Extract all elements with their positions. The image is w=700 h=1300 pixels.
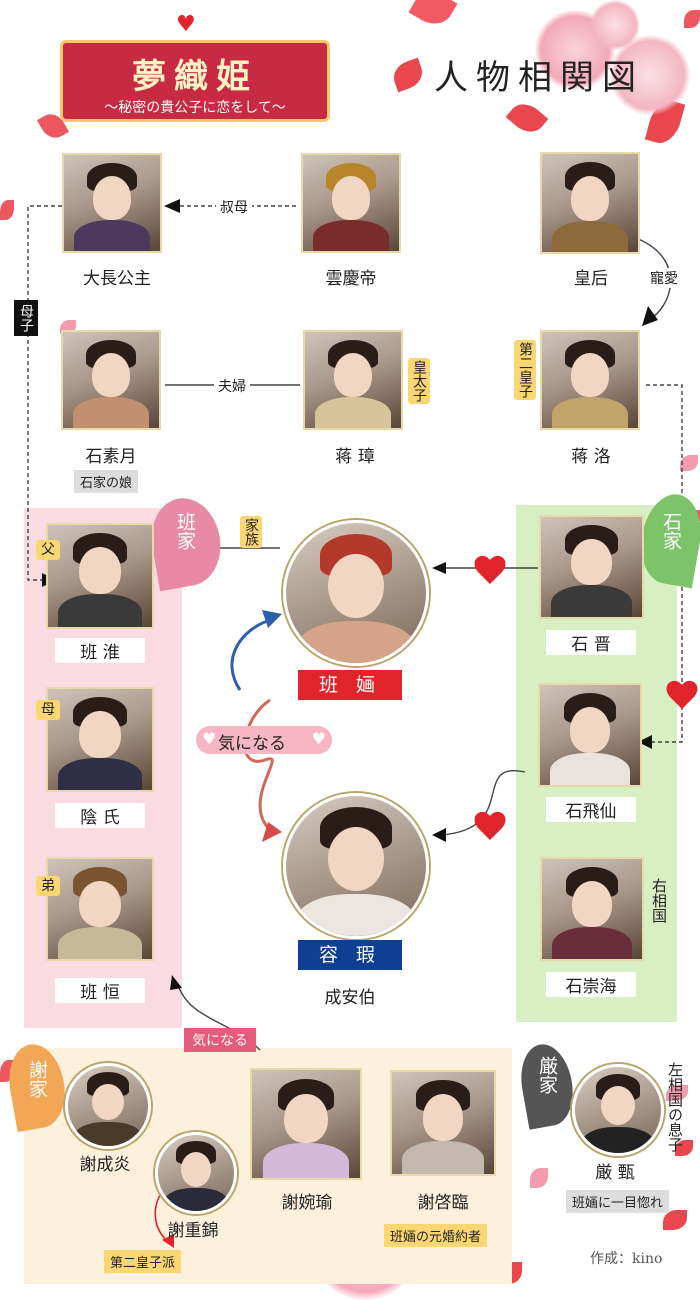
label-kininaru-center-text: 気になる	[218, 734, 286, 754]
name-bankou: 班 恒	[55, 978, 145, 1003]
name-sekisogetsu: 石素月	[66, 442, 156, 467]
family-label-seki: 石家	[660, 512, 682, 550]
portrait-yoka	[283, 793, 429, 939]
petal-decoration	[675, 1140, 693, 1156]
label-fufu: 夫婦	[214, 376, 250, 396]
petal-decoration	[530, 1168, 548, 1188]
name-shoushou: 蒋 璋	[310, 442, 400, 467]
name-shaseien: 謝成炎	[79, 1155, 131, 1175]
name-sekishin: 石 晋	[546, 630, 636, 655]
title-main: 夢織姫	[132, 57, 258, 97]
portrait-inshi	[46, 687, 154, 792]
label-kininaru-center: ♥ 気になる ♥	[196, 726, 332, 754]
portrait-daichoukoushu	[62, 153, 162, 253]
label-dainioji: 第二皇子	[514, 340, 536, 400]
family-label-gen: 厳家	[536, 1056, 558, 1094]
label-dainiojiha: 第二皇子派	[104, 1250, 182, 1273]
portrait-genshin	[572, 1064, 664, 1156]
label-sekike-musume: 石家の娘	[74, 470, 139, 493]
name-daichoukoushu: 大長公主	[72, 264, 162, 289]
name-shajuukin: 謝重錦	[167, 1221, 219, 1241]
petal-decoration	[663, 1210, 687, 1230]
label-usoukoku: 右相国	[650, 878, 668, 923]
label-shukubo: 叔母	[216, 197, 252, 217]
flower-decoration	[590, 0, 640, 50]
label-kazoku: 家族	[240, 516, 262, 548]
title-subtitle: ～秘密の貴公子に恋をして～	[104, 100, 286, 116]
portrait-banwai	[46, 523, 154, 629]
label-otouto: 弟	[36, 876, 60, 896]
label-chichi: 父	[36, 540, 60, 560]
name-genshin: 厳 甄	[595, 1163, 635, 1183]
portrait-shaseien	[65, 1063, 151, 1149]
portrait-shawanyu	[250, 1068, 362, 1180]
label-kotaishi: 皇太子	[408, 358, 430, 404]
family-label-ban: 班家	[174, 512, 196, 550]
portrait-shakeirin	[390, 1070, 496, 1176]
heart-icon: ♥	[202, 729, 217, 748]
portrait-kougou	[540, 152, 640, 254]
petal-decoration	[684, 10, 700, 28]
name-unkeitei: 雲慶帝	[306, 264, 396, 289]
heart-ornament-icon: ♥	[176, 12, 196, 37]
name-banben: 班 婳	[298, 670, 402, 700]
heart-icon: ♥	[311, 729, 326, 748]
petal-decoration	[680, 455, 698, 471]
title-logo: 夢織姫 ～秘密の貴公子に恋をして～	[60, 40, 330, 122]
portrait-shouraku	[540, 330, 640, 430]
label-hitomebore: 班婳に一目惚れ	[566, 1190, 670, 1213]
portrait-sekisuukai	[540, 857, 644, 961]
portrait-bankou	[46, 857, 154, 961]
portrait-banben	[283, 520, 429, 666]
portrait-shajuukin	[155, 1132, 237, 1214]
label-boshi: 母子	[14, 300, 38, 336]
name-yoka: 容 瑕	[298, 940, 402, 970]
portrait-sekishin	[539, 515, 644, 619]
name-shakeirin: 謝啓臨	[417, 1193, 469, 1213]
name-sekisuukai: 石崇海	[546, 972, 636, 997]
portrait-sekisogetsu	[61, 330, 161, 430]
label-haha: 母	[36, 700, 60, 720]
family-label-sha: 謝家	[26, 1060, 48, 1098]
credit: 作成：kino	[590, 1251, 663, 1267]
label-kininaru-lower: 気になる	[184, 1028, 256, 1052]
portrait-sekihisen	[538, 683, 642, 787]
name-banwai: 班 淮	[55, 638, 145, 663]
petal-decoration	[666, 1085, 688, 1101]
name-sekihisen: 石飛仙	[546, 797, 636, 822]
label-moto-konyakusha: 班婳の元婚約者	[384, 1224, 488, 1247]
name-kougou: 皇后	[546, 264, 636, 289]
diagram-heading: 人物相関図	[434, 58, 644, 98]
portrait-unkeitei	[301, 153, 401, 253]
label-sousoukoku-musuko: 左相国の息子	[666, 1062, 684, 1152]
label-choai: 寵愛	[646, 268, 682, 288]
name-shawanyu: 謝婉瑜	[281, 1193, 333, 1213]
name-shouraku: 蒋 洛	[546, 442, 636, 467]
petal-decoration	[0, 200, 14, 220]
portrait-shoushou	[303, 330, 403, 430]
name-inshi: 陰 氏	[55, 803, 145, 828]
label-seianhaku: 成安伯	[305, 983, 395, 1008]
